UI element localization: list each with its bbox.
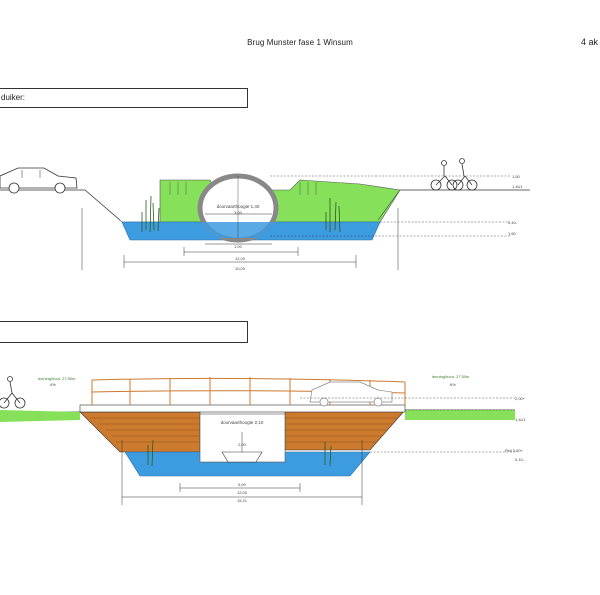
bridge-level-2: 1,4U1	[515, 417, 526, 422]
culvert-level-4: 1,60	[508, 231, 517, 236]
culvert-width-label: 3,00	[234, 210, 243, 215]
grass-hatching	[169, 182, 317, 195]
section-label-duiker: duiker:	[0, 88, 248, 108]
bridge-dim-3: 15,21	[237, 498, 248, 503]
abutment-texture	[90, 417, 398, 443]
culvert-section: doorvaarthoogte 1,40 3,00	[0, 158, 530, 271]
section-label-bridge	[0, 321, 248, 343]
clearance-label: doorvaarthoogte 2,10	[221, 420, 264, 425]
boat-icon	[221, 451, 263, 463]
cyclist-icon	[0, 376, 26, 409]
clearance-sub-label: 2,00	[238, 442, 247, 447]
page-title: Brug Munster fase 1 Winsum	[247, 38, 353, 47]
cyclists-icon	[430, 158, 478, 191]
grass-right	[405, 410, 515, 420]
culvert-clearance-label: doorvaarthoogte 1,40	[217, 204, 260, 209]
culvert-level-2: 1,4U1	[512, 184, 523, 189]
bridge-dim-1: 5,90	[238, 482, 247, 487]
bridge-level-3: Peil 0,60+	[505, 448, 524, 453]
culvert-dim-mid: 1,00	[234, 244, 243, 249]
culvert-dim-outer: 10,00	[235, 266, 246, 271]
culvert-level-lines	[270, 175, 510, 237]
car-on-bridge-icon	[309, 381, 393, 407]
culvert-dimensions	[81, 208, 399, 270]
page-number: 4 ak	[581, 37, 599, 47]
reeds-right	[325, 198, 341, 233]
railing-label-left: leuning/hout. 27,50m	[38, 376, 76, 381]
culvert-dim-inner: 12,00	[235, 256, 246, 261]
grass-left	[0, 410, 80, 422]
bridge-level-1: 2,00+	[515, 396, 526, 401]
reeds-bridge	[147, 439, 332, 467]
water-channel-bridge	[124, 451, 371, 477]
bridge-dim-2: 12,00	[237, 490, 248, 495]
bridge-deck	[79, 404, 406, 413]
railing-label-right: leuning/hout. 27,50m	[432, 374, 470, 379]
reeds-left	[141, 195, 160, 233]
slope-right: 6%	[450, 382, 456, 387]
car-icon	[0, 167, 78, 194]
bridge-level-lines	[300, 397, 515, 453]
bridge-level-4: 0,10-	[515, 457, 525, 462]
slope-left: 4%	[50, 382, 56, 387]
culvert-level-1: 1,50	[512, 174, 521, 179]
bridge-section: doorvaarthoogte 2,10 2,00 leuning/	[0, 374, 526, 505]
culvert-level-3: 0,40-	[508, 220, 518, 225]
bridge-dimensions	[121, 440, 363, 505]
